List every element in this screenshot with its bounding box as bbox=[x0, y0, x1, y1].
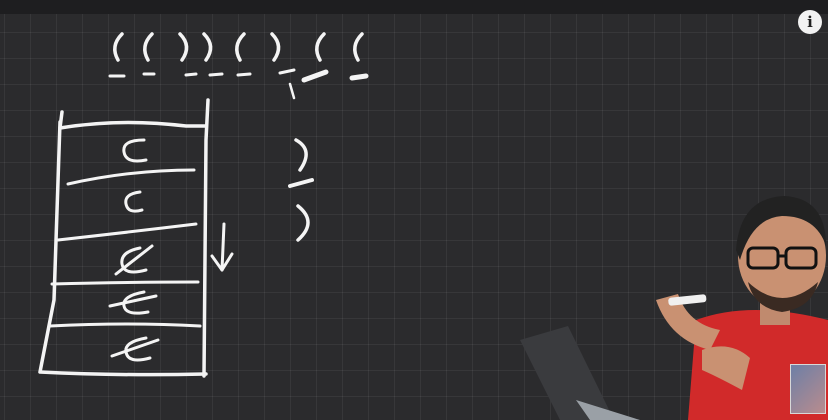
laptop bbox=[520, 326, 614, 420]
glasses bbox=[746, 246, 780, 270]
stack-diagram bbox=[38, 98, 234, 378]
top-bar bbox=[0, 0, 828, 14]
side-parentheses bbox=[288, 138, 314, 242]
parentheses-sequence bbox=[113, 32, 364, 62]
info-button[interactable]: i bbox=[798, 10, 822, 34]
marker bbox=[668, 294, 707, 306]
hair bbox=[736, 196, 826, 260]
arm-left bbox=[656, 294, 720, 350]
arm-right bbox=[702, 346, 750, 390]
index-dashes bbox=[108, 68, 369, 100]
pip-thumbnail bbox=[790, 364, 826, 414]
presenter bbox=[520, 196, 828, 420]
info-icon: i bbox=[807, 13, 813, 31]
